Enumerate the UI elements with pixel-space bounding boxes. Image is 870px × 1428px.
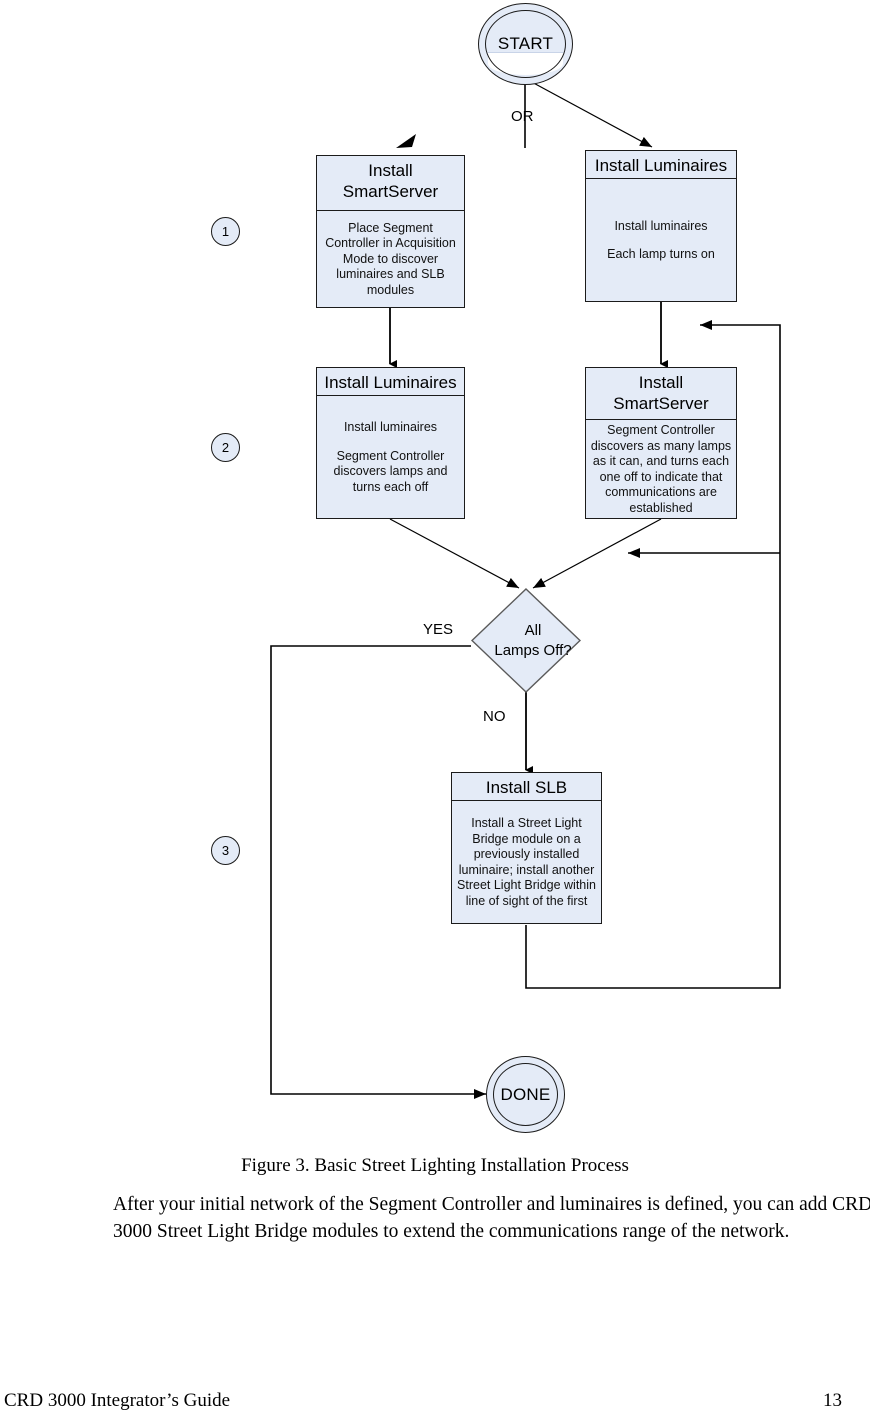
- node-title-line1: Install: [368, 161, 413, 180]
- node-title-line1: Install: [638, 373, 684, 392]
- node-title-line2: SmartServer: [342, 182, 439, 201]
- node-body-text: Segment Controller discovers as many lam…: [590, 423, 732, 515]
- edge-right-step2-to-decision: [532, 518, 662, 589]
- page-footer: CRD 3000 Integrator’s Guide 13: [0, 1390, 870, 1414]
- step-badge-3[interactable]: 3: [211, 836, 240, 865]
- done-label: DONE: [500, 1084, 551, 1104]
- step-badge-3-label: 3: [221, 843, 230, 858]
- node-install-slb[interactable]: Install SLB Install a Street Light Bridg…: [451, 772, 602, 924]
- decision-label: All Lamps Off?: [471, 588, 581, 693]
- edge-label-no: NO: [483, 708, 506, 725]
- node-body-text: Place Segment Controller in Acquisition …: [325, 220, 456, 297]
- decision-label-line2: Lamps Off?: [494, 641, 572, 659]
- step-badge-2-label: 2: [221, 440, 230, 455]
- node-body-line2: Each lamp turns on: [607, 247, 715, 261]
- start-label: START: [497, 34, 554, 53]
- footer-page-number: 13: [823, 1390, 842, 1411]
- figure-caption: Figure 3. Basic Street Lighting Installa…: [241, 1155, 629, 1176]
- node-install-luminaires-step2-title: Install Luminaires: [317, 368, 464, 396]
- node-install-luminaires-step1-title: Install Luminaires: [586, 151, 736, 179]
- edge-left-step2-to-decision: [389, 518, 520, 589]
- node-title-line2: SmartServer: [613, 394, 709, 413]
- step-badge-1-label: 1: [221, 224, 230, 239]
- done-inner-ring: DONE: [493, 1063, 558, 1126]
- node-install-luminaires-step2[interactable]: Install Luminaires Install luminaires Se…: [316, 367, 465, 519]
- node-body-line1: Install luminaires: [343, 420, 438, 434]
- node-install-smartserver-step1-body: Place Segment Controller in Acquisition …: [317, 211, 464, 308]
- step-badge-1[interactable]: 1: [211, 217, 240, 246]
- node-decision-all-lamps-off[interactable]: All Lamps Off?: [471, 588, 581, 693]
- edge-start-to-install-luminaires: [527, 79, 653, 148]
- decision-diamond-shape: [471, 588, 581, 693]
- node-install-slb-body: Install a Street Light Bridge module on …: [452, 801, 601, 924]
- edge-feedback-to-right-step2: [700, 320, 781, 553]
- node-install-luminaires-step1[interactable]: Install Luminaires Install luminaires Ea…: [585, 150, 737, 302]
- node-install-smartserver-step2-body: Segment Controller discovers as many lam…: [586, 420, 736, 519]
- node-install-smartserver-step2[interactable]: Install SmartServer Segment Controller d…: [585, 367, 737, 519]
- body-paragraph: After your initial network of the Segmen…: [113, 1194, 870, 1242]
- edge-start-to-install-smartserver-arrowhead: [396, 134, 416, 148]
- node-body-line1: Install luminaires: [614, 218, 708, 233]
- decision-label-line1: All: [524, 621, 542, 639]
- node-body-line2: Segment Controller discovers lamps and t…: [333, 448, 448, 494]
- done-terminator[interactable]: DONE: [486, 1056, 565, 1133]
- node-install-smartserver-step1[interactable]: Install SmartServer Place Segment Contro…: [316, 155, 465, 308]
- edge-label-or: OR: [511, 108, 534, 125]
- node-install-luminaires-step2-body: Install luminaires Segment Controller di…: [317, 396, 464, 519]
- start-inner-ring: START: [485, 10, 566, 78]
- node-body-text: Install a Street Light Bridge module on …: [457, 816, 596, 908]
- edge-label-yes: YES: [423, 621, 454, 638]
- edge-install-slb-feedback-trunk: [525, 553, 781, 989]
- node-install-smartserver-step1-title: Install SmartServer: [317, 156, 464, 211]
- node-install-smartserver-step2-title: Install SmartServer: [586, 368, 736, 420]
- node-install-slb-title: Install SLB: [452, 773, 601, 801]
- node-install-luminaires-step1-body: Install luminaires Each lamp turns on: [586, 179, 736, 302]
- start-terminator[interactable]: START: [478, 3, 573, 85]
- flowchart-connectors: [270, 79, 781, 1099]
- edge-decision-yes-to-done: [270, 645, 486, 1099]
- step-badge-2[interactable]: 2: [211, 433, 240, 462]
- footer-guide-title: CRD 3000 Integrator’s Guide: [4, 1390, 231, 1411]
